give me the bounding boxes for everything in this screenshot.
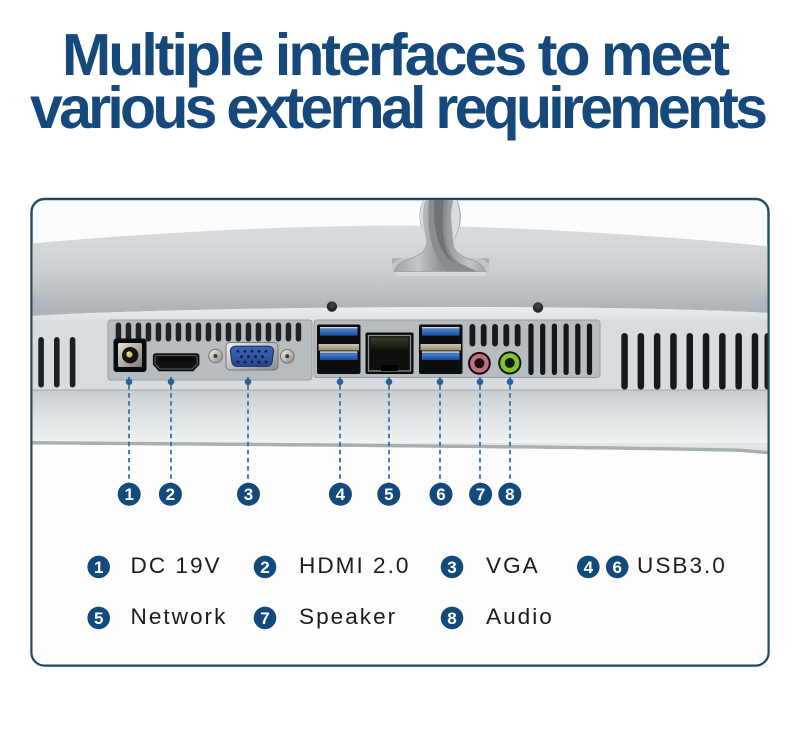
svg-text:5: 5 (384, 485, 393, 504)
svg-text:Speaker: Speaker (299, 604, 397, 629)
svg-text:6: 6 (436, 485, 445, 504)
svg-text:3: 3 (244, 485, 253, 504)
svg-text:1: 1 (124, 485, 133, 504)
svg-text:4: 4 (336, 485, 346, 504)
svg-text:2: 2 (166, 485, 175, 504)
svg-text:6: 6 (612, 558, 621, 577)
svg-text:HDMI 2.0: HDMI 2.0 (299, 553, 410, 578)
svg-text:3: 3 (447, 558, 456, 577)
svg-text:7: 7 (260, 609, 269, 628)
svg-text:DC 19V: DC 19V (131, 553, 222, 578)
svg-text:8: 8 (447, 609, 456, 628)
svg-text:various external requirements: various external requirements (30, 75, 768, 141)
svg-text:Audio: Audio (486, 604, 554, 629)
svg-text:Network: Network (131, 604, 228, 629)
svg-text:USB3.0: USB3.0 (637, 553, 727, 578)
svg-text:8: 8 (505, 485, 514, 504)
svg-text:2: 2 (260, 558, 269, 577)
svg-text:VGA: VGA (486, 553, 540, 578)
svg-text:Multiple interfaces to meet: Multiple interfaces to meet (62, 22, 730, 88)
svg-text:5: 5 (94, 609, 103, 628)
svg-text:4: 4 (584, 558, 594, 577)
svg-text:7: 7 (476, 485, 485, 504)
svg-text:1: 1 (94, 558, 103, 577)
